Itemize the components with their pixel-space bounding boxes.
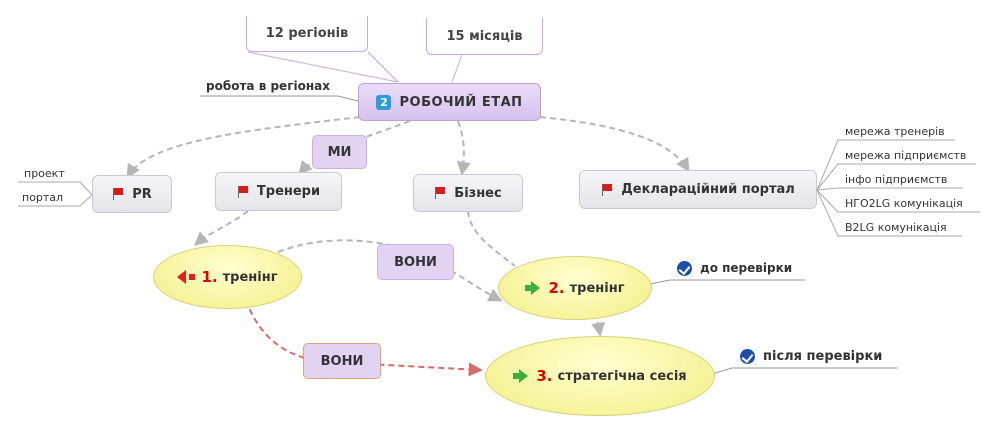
- callout-months: 15 місяців: [426, 18, 543, 55]
- callout-months-text: 15 місяців: [446, 28, 523, 44]
- branch-pr-label: PR: [132, 186, 152, 202]
- branch-trainers[interactable]: Тренери: [215, 172, 342, 211]
- side-note: робота в регіонах: [206, 79, 330, 93]
- step-2-label: тренінг: [569, 280, 625, 296]
- label-we[interactable]: МИ: [312, 135, 367, 169]
- link-central-pr: [126, 116, 361, 179]
- label-they-bottom-text: ВОНИ: [320, 353, 364, 369]
- flag-icon: [601, 183, 613, 196]
- branch-business-label: Бізнес: [454, 185, 502, 201]
- check-icon: [740, 349, 755, 364]
- branch-business[interactable]: Бізнес: [413, 174, 523, 212]
- label-they-top-text: ВОНИ: [394, 254, 437, 270]
- link-central-business: [456, 120, 471, 176]
- branch-portal-label: Декларацiйний портал: [621, 182, 795, 197]
- leaf-portal-trainers[interactable]: мережа тренерів: [845, 125, 945, 138]
- branch-pr[interactable]: PR: [92, 175, 172, 213]
- label-they-top[interactable]: ВОНИ: [377, 244, 454, 280]
- step-2-note[interactable]: до перевірки: [677, 261, 792, 276]
- link-business-step2: [467, 210, 516, 267]
- step-3-number: 3.: [536, 367, 553, 385]
- central-node[interactable]: 2 РОБОЧИЙ ЕТАП: [358, 83, 541, 121]
- central-node-label: РОБОЧИЙ ЕТАП: [399, 94, 523, 110]
- step-3-note-text: після перевірки: [763, 349, 883, 364]
- flag-icon: [237, 185, 249, 198]
- callout-regions-text: 12 регіонів: [265, 26, 349, 41]
- label-we-text: МИ: [327, 144, 352, 160]
- step-1-number: 1.: [201, 268, 218, 286]
- branch-portal[interactable]: Декларацiйний портал: [579, 170, 817, 209]
- side-note-line: [200, 95, 359, 102]
- flag-icon: [112, 188, 124, 200]
- link-trainers-step1: [193, 210, 249, 246]
- branch-trainers-label: Тренери: [256, 184, 321, 199]
- step-2-node[interactable]: 2. тренінг: [498, 256, 652, 320]
- step-3-label: стратегічна сесія: [557, 368, 687, 384]
- leaf-portal-ngo2lg[interactable]: НГО2LG комунікація: [845, 197, 963, 210]
- priority-2-icon: 2: [376, 94, 392, 110]
- leaf-pr-portal[interactable]: портал: [22, 191, 64, 204]
- step-2-number: 2.: [548, 279, 565, 297]
- link-step2-step3: [591, 321, 606, 337]
- step-1-label: тренінг: [222, 269, 278, 285]
- callout-regions: 12 регіонів: [246, 16, 368, 52]
- leaf-portal-b2lg[interactable]: B2LG комунікація: [845, 221, 947, 234]
- step-3-note[interactable]: після перевірки: [740, 349, 882, 364]
- callout-pointer-months: [451, 54, 463, 83]
- link-central-portal: [539, 116, 690, 173]
- arrow-left-icon: [177, 270, 187, 284]
- check-icon: [677, 261, 692, 276]
- arrow-right-icon: [519, 369, 529, 383]
- label-they-bottom[interactable]: ВОНИ: [303, 343, 381, 379]
- step-3-node[interactable]: 3. стратегічна сесія: [485, 336, 715, 416]
- leaf-portal-info[interactable]: інфо підприємств: [845, 173, 948, 186]
- link-step1-step3: [245, 299, 483, 377]
- arrow-right-icon: [531, 281, 541, 295]
- step-2-note-text: до перевірки: [700, 261, 793, 275]
- callout-pointer-regions: [367, 51, 399, 83]
- leaf-portal-enterprises[interactable]: мережа підприємств: [845, 149, 967, 162]
- leaf-pr-project[interactable]: проект: [24, 167, 65, 180]
- flag-icon: [434, 187, 446, 199]
- step-1-node[interactable]: 1. тренінг: [153, 245, 302, 309]
